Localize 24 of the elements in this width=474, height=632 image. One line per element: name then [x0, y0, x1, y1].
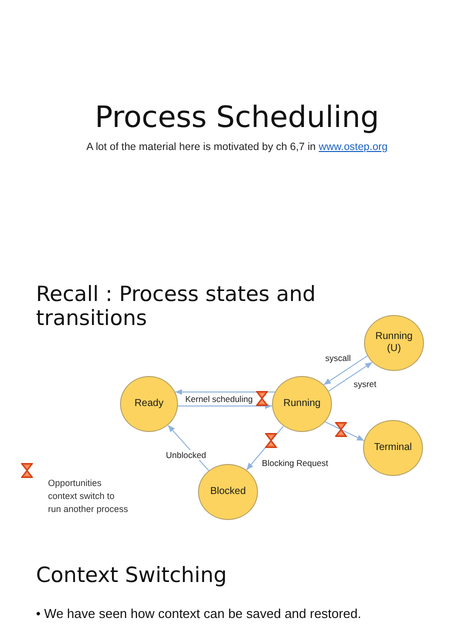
edge-label: sysret	[352, 379, 378, 389]
state-label: Running	[283, 398, 321, 410]
state-label: Terminal	[374, 442, 412, 454]
section-heading: Recall : Process states and transitions	[36, 282, 317, 330]
arrow	[174, 389, 276, 395]
link: www.ostep.org	[318, 141, 388, 154]
legend-text: Opportunities context switch to run another process	[48, 477, 130, 516]
arrow	[323, 355, 368, 386]
subtitle-text: A lot of the material here is motivated by ch 6,7 in	[86, 141, 316, 154]
state-label: Blocked	[210, 486, 246, 498]
arrow	[328, 362, 373, 392]
arrow	[177, 403, 273, 409]
state-circle	[272, 376, 332, 432]
edge-label: Kernel scheduling	[184, 394, 254, 404]
edge-label: Blocking Request	[260, 458, 330, 468]
slide-title: Process Scheduling	[94, 99, 380, 135]
edge-label: syscall	[324, 353, 352, 363]
arrow	[246, 426, 284, 470]
section-heading: Context Switching	[36, 563, 227, 587]
state-label: Ready	[134, 398, 164, 410]
state-label: Running (U)	[374, 331, 414, 355]
arrow	[324, 421, 365, 442]
bullet-text: • We have seen how context can be saved and restored.	[36, 606, 362, 622]
edge-label: Unblocked	[164, 450, 208, 460]
